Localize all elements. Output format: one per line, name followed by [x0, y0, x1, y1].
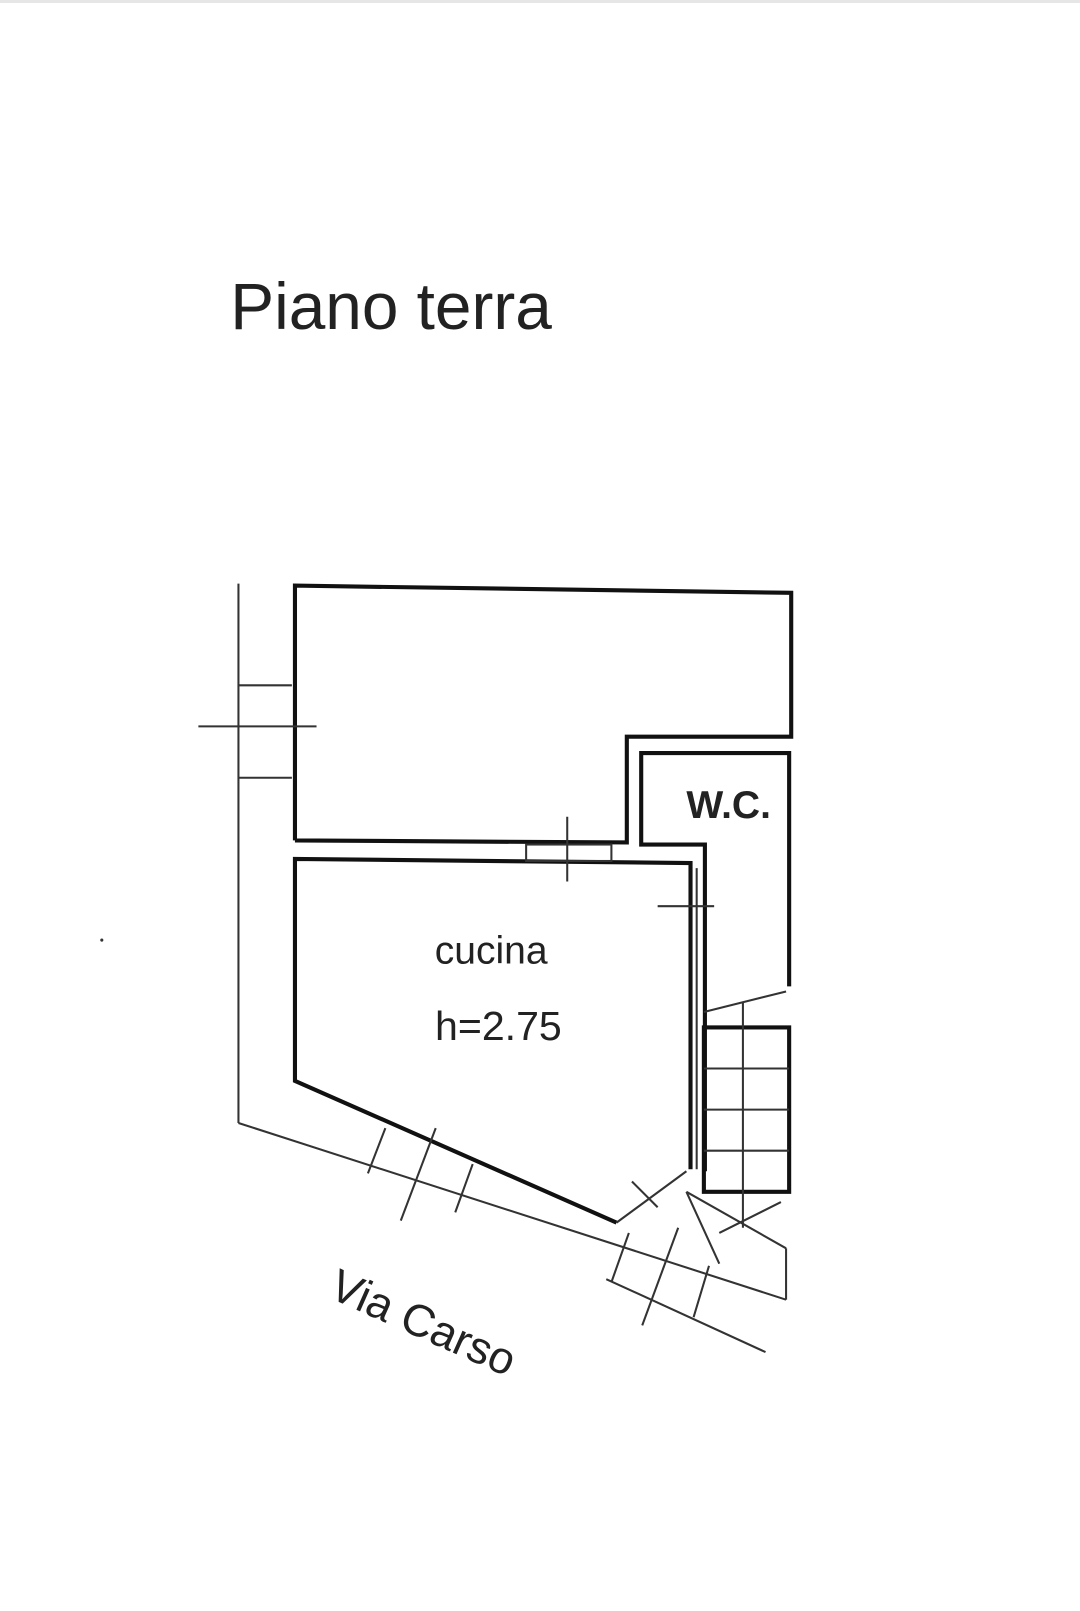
kitchen-height: h=2.75 — [435, 1003, 562, 1049]
door-kitchen-top — [525, 816, 613, 882]
top-border — [0, 0, 1080, 3]
windows-street — [366, 1127, 710, 1326]
plan-title: Piano terra — [230, 269, 552, 343]
kitchen-label: cucina — [435, 930, 548, 973]
staircase — [685, 990, 792, 1300]
room-upper — [292, 583, 794, 845]
street-label: Via Carso — [323, 1259, 524, 1386]
window-left — [198, 684, 317, 779]
room-kitchen — [292, 856, 698, 1225]
stray-dot — [100, 938, 104, 942]
room-wc — [639, 751, 792, 1172]
outer-wall — [237, 583, 787, 1354]
wc-label: W.C. — [686, 784, 771, 827]
